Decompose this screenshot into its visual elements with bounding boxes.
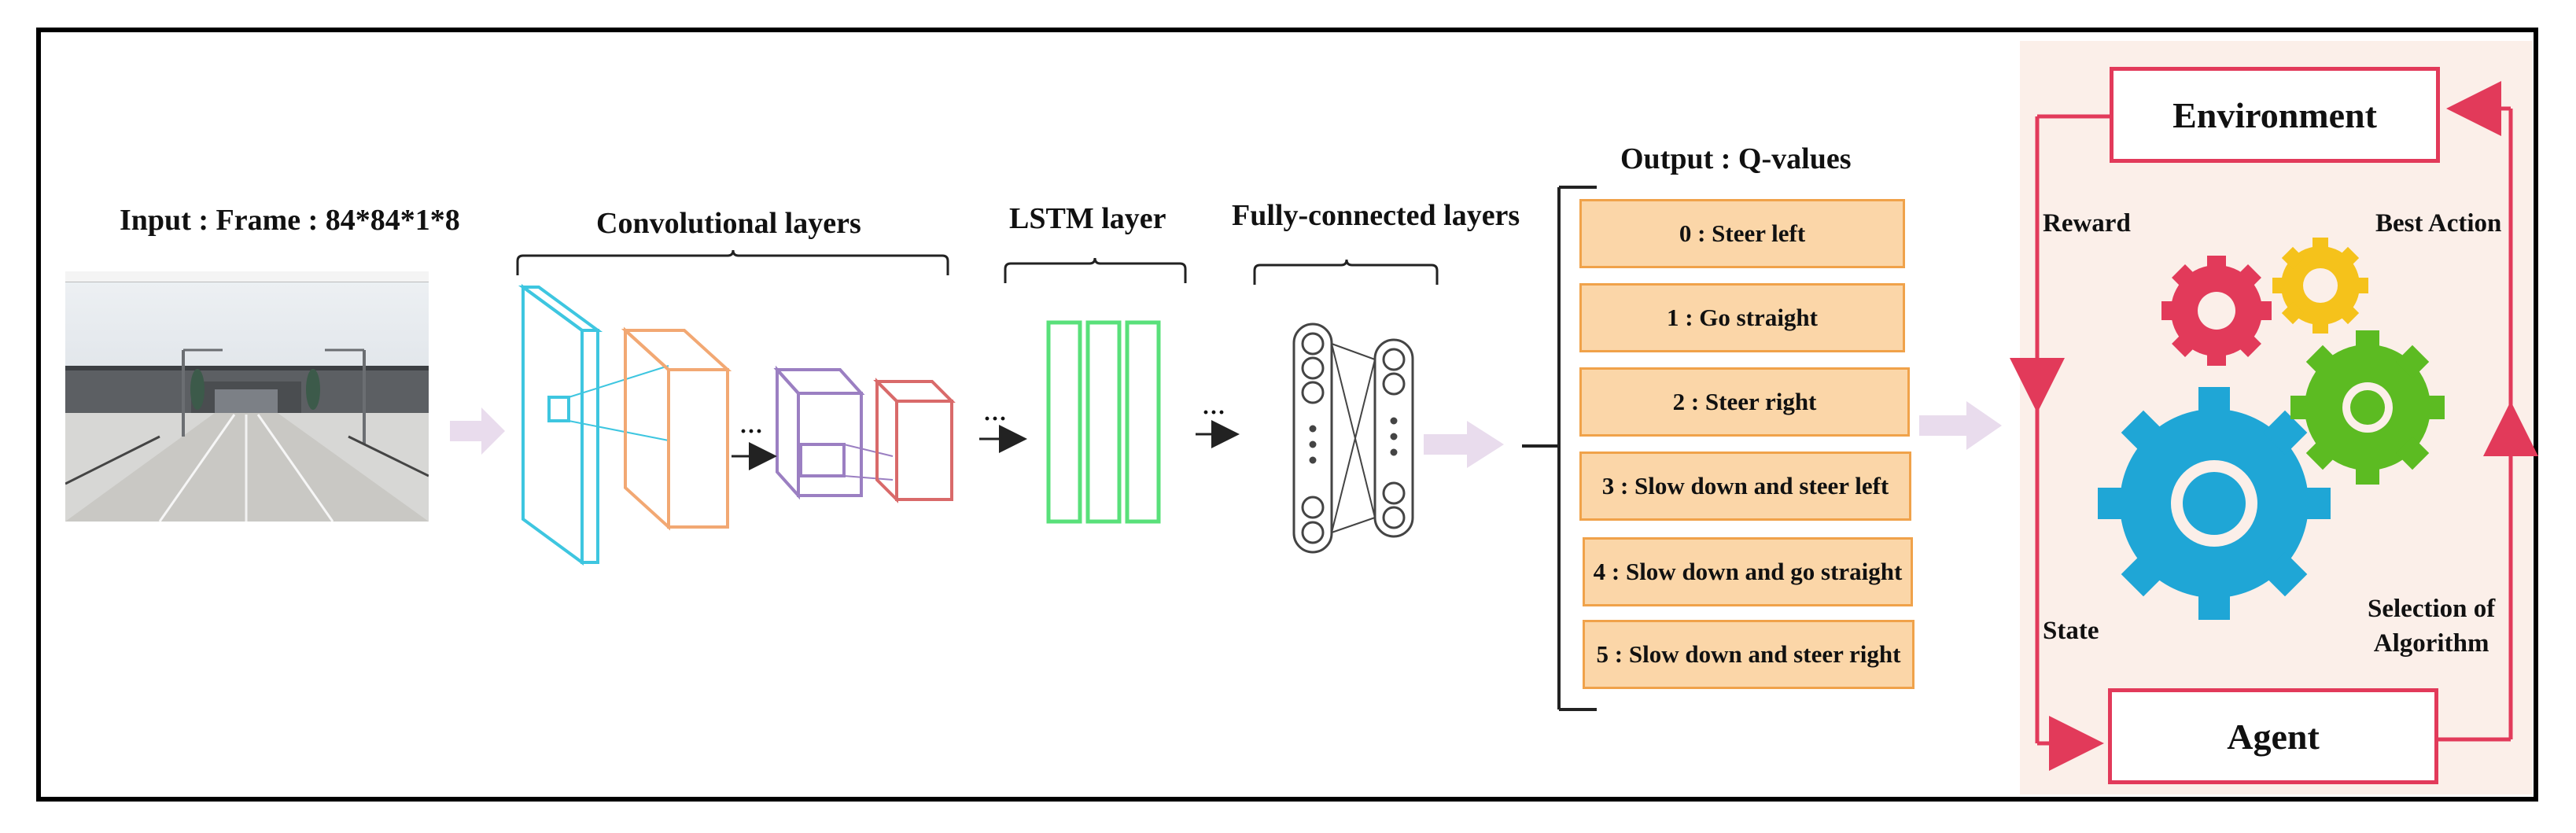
output-bracket	[1522, 186, 1597, 711]
lstm-brace	[1004, 257, 1187, 283]
ellipsis-lstm: ···	[983, 406, 1008, 432]
conv-block-1	[518, 284, 669, 566]
flow-arrow-1	[450, 407, 505, 455]
rl-loop	[2010, 81, 2538, 771]
lstm-label: LSTM layer	[1009, 202, 1166, 235]
gear-green-icon	[2290, 330, 2445, 485]
input-frame-image	[65, 271, 429, 522]
conv-block-4	[873, 378, 956, 503]
agent-box: Agent	[2108, 688, 2438, 784]
gear-red-icon	[2161, 256, 2272, 366]
flow-arrow-2	[1424, 421, 1504, 468]
conv-label: Convolutional layers	[596, 207, 861, 240]
q-value-item: 5 : Slow down and steer right	[1583, 620, 1914, 689]
conv-block-2	[621, 326, 732, 531]
environment-box: Environment	[2110, 67, 2440, 163]
gear-blue-icon	[2098, 387, 2331, 620]
state-label: State	[2043, 617, 2099, 645]
lstm-layer	[1046, 320, 1161, 524]
flow-arrow-3	[1919, 401, 2002, 450]
fc-brace	[1253, 259, 1439, 285]
ellipsis-fc: ···	[1202, 400, 1226, 426]
selection-label: Selection of Algorithm	[2368, 595, 2496, 658]
q-value-item: 0 : Steer left	[1579, 199, 1905, 268]
q-value-item: 2 : Steer right	[1579, 367, 1910, 437]
q-value-item: 1 : Go straight	[1579, 283, 1905, 352]
q-value-item: 3 : Slow down and steer left	[1579, 452, 1911, 521]
rl-panel	[2020, 41, 2533, 794]
conv-brace	[516, 249, 949, 275]
fc-label: Fully-connected layers	[1232, 199, 1520, 232]
conv-block-3	[773, 365, 894, 500]
input-label: Input : Frame : 84*84*1*8	[120, 204, 460, 237]
ellipsis-conv: ···	[739, 418, 764, 444]
reward-label: Reward	[2043, 209, 2131, 238]
output-label: Output : Q-values	[1620, 142, 1852, 175]
q-value-item: 4 : Slow down and go straight	[1583, 537, 1913, 606]
gear-yellow-icon	[2272, 238, 2368, 334]
fc-network	[1292, 323, 1414, 554]
best-action-label: Best Action	[2375, 209, 2502, 238]
